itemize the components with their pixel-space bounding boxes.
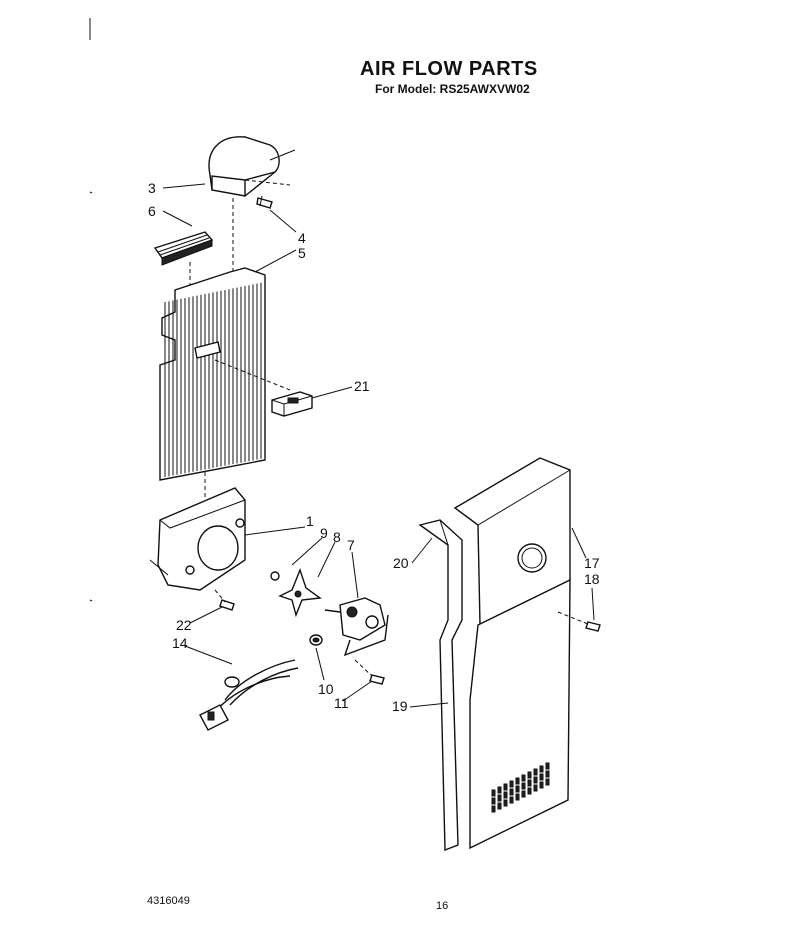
- callout-17: 17: [584, 555, 600, 571]
- callout-18: 18: [584, 571, 600, 587]
- callout-1: 1: [306, 513, 314, 529]
- document-number: 4316049: [147, 895, 190, 907]
- part-10-grommet: [309, 634, 323, 646]
- part-4-screw: [256, 195, 273, 209]
- part-22-screw: [214, 589, 235, 611]
- part-17-upper-panel: [453, 457, 571, 627]
- callout-labels: 3 6 4 5 21 1 9 8 7 20 17 18 22 14 10 11 …: [148, 180, 600, 714]
- page-title: AIR FLOW PARTS: [360, 58, 538, 80]
- callout-14: 14: [172, 635, 188, 651]
- part-11-screw: [354, 659, 385, 685]
- model-subtitle: For Model: RS25AWXVW02: [375, 82, 530, 96]
- callout-5: 5: [298, 245, 306, 261]
- part-3-duct-cover: [208, 136, 296, 197]
- part-6-grille: [153, 231, 214, 266]
- callout-3: 3: [148, 180, 156, 196]
- part-19-lower-panel: [469, 578, 571, 850]
- part-7-fan-motor: [324, 597, 389, 657]
- part-20-seal-strip: [418, 519, 463, 852]
- callout-8: 8: [333, 529, 341, 545]
- page-number: 16: [436, 900, 449, 912]
- callout-19: 19: [392, 698, 408, 714]
- callout-7: 7: [347, 537, 355, 553]
- part-8-fan-blade: [278, 567, 322, 618]
- callout-6: 6: [148, 203, 156, 219]
- part-21-bracket: [214, 359, 313, 417]
- part-14-wire-harness: [199, 659, 299, 731]
- part-5-evaporator-cover: [159, 267, 266, 481]
- part-1-fan-shroud: [149, 487, 246, 591]
- callout-9: 9: [320, 525, 328, 541]
- callout-21: 21: [354, 378, 370, 394]
- callout-4: 4: [298, 230, 306, 246]
- callout-11: 11: [334, 695, 349, 711]
- callout-20: 20: [393, 555, 409, 571]
- callout-22: 22: [176, 617, 192, 633]
- callout-10: 10: [318, 681, 334, 697]
- part-9-clip: [270, 571, 280, 581]
- scan-marks: [89, 18, 93, 602]
- leader-lines: [162, 183, 595, 708]
- part-18-screw: [557, 611, 601, 632]
